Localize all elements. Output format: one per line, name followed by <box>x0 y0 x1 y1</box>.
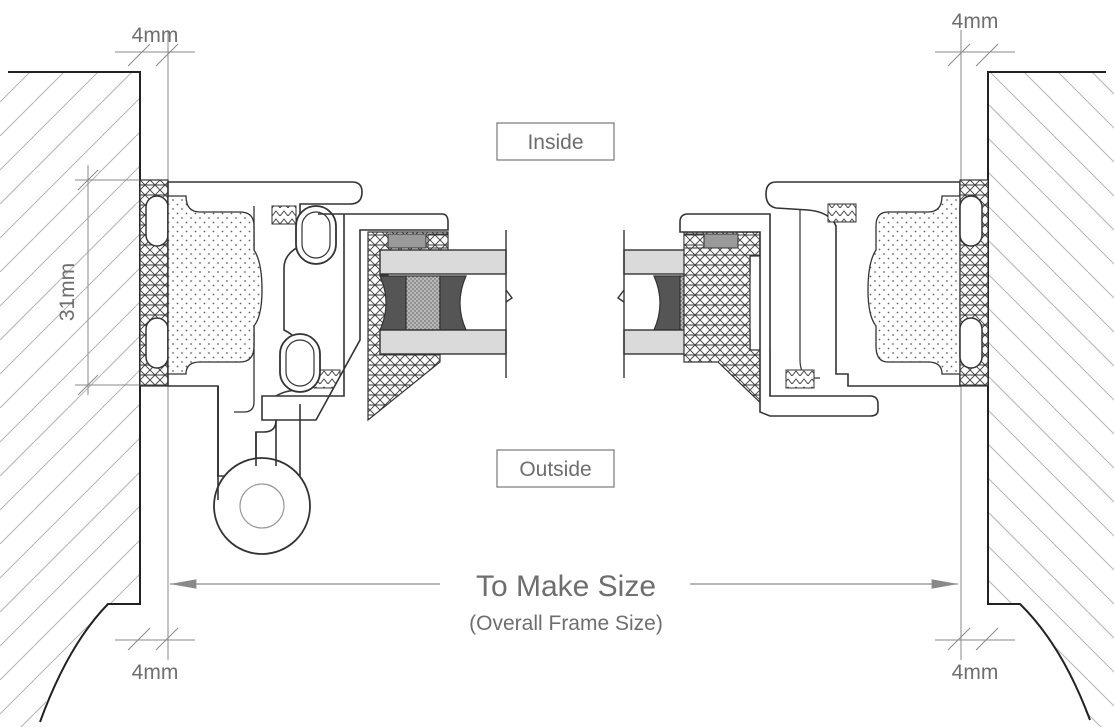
right-perimeter-seal <box>959 179 989 387</box>
inside-label-box: Inside <box>496 122 615 161</box>
left-perimeter-seal <box>139 179 169 387</box>
top-left-gap-dimension: 4mm <box>132 24 179 47</box>
top-right-gap-dimension: 4mm <box>952 10 999 33</box>
right-wall <box>987 71 1114 727</box>
bottom-roller <box>213 386 311 555</box>
to-make-size-label: To Make Size <box>476 570 656 603</box>
left-wall <box>0 71 141 727</box>
dimension-lines <box>75 30 1015 660</box>
frame-depth-dimension: 31mm <box>56 263 79 321</box>
overall-frame-size-label: (Overall Frame Size) <box>469 612 663 635</box>
right-frame-profile <box>679 181 961 417</box>
overall-size-dimension: To Make Size (Overall Frame Size) <box>170 570 958 635</box>
bottom-left-gap-dimension: 4mm <box>132 661 179 684</box>
outside-label-box: Outside <box>496 449 615 488</box>
bottom-right-gap-dimension: 4mm <box>952 661 999 684</box>
inside-label: Inside <box>527 131 583 154</box>
left-glazing-unit <box>379 230 514 378</box>
outside-label: Outside <box>519 458 591 481</box>
